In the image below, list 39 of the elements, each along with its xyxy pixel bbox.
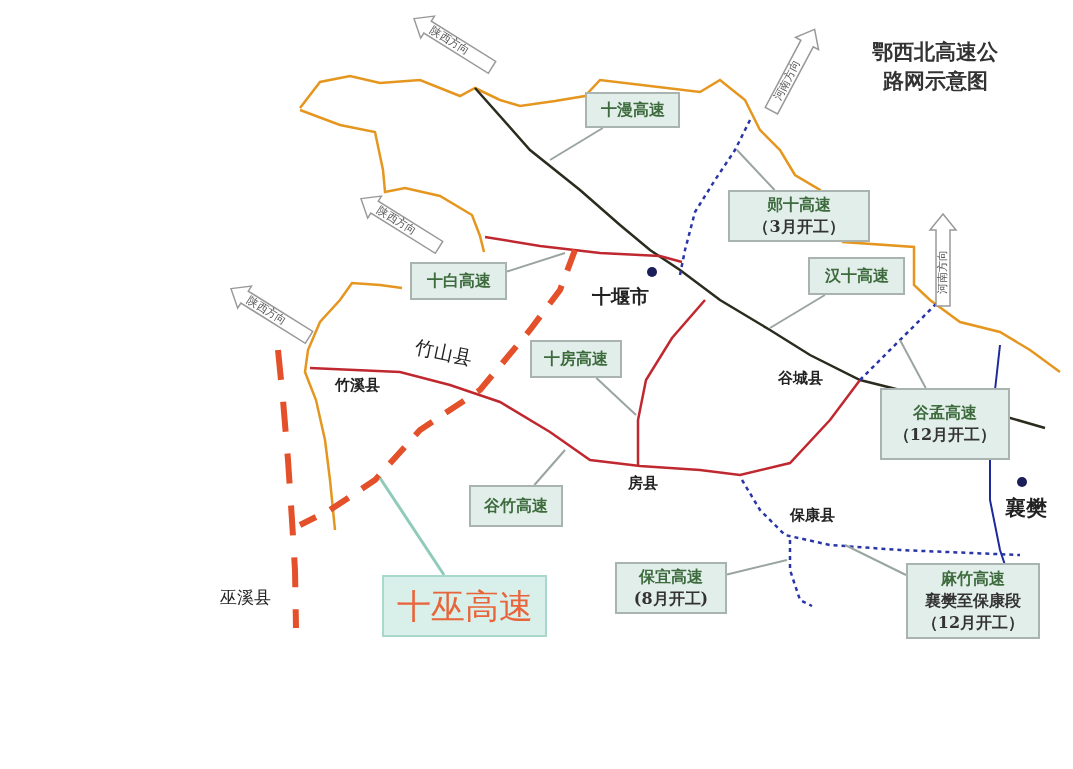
callout-box bbox=[410, 262, 507, 300]
callout-box bbox=[615, 562, 727, 614]
place-name: 谷城县 bbox=[778, 369, 823, 388]
map-title: 鄂西北高速公路网示意图 bbox=[871, 39, 999, 95]
place-name: 襄樊 bbox=[1005, 494, 1047, 522]
callout-text: （12月开工） bbox=[893, 424, 997, 446]
place-name: 竹溪县 bbox=[335, 376, 380, 395]
callout-box bbox=[728, 190, 870, 242]
callout-box bbox=[530, 340, 622, 378]
callout-text: 十巫高速 bbox=[396, 585, 533, 628]
callout-box bbox=[469, 485, 563, 527]
callout-box bbox=[585, 92, 680, 128]
callout-text: 十房高速 bbox=[544, 348, 608, 370]
callout-text: 襄樊至保康段 bbox=[925, 590, 1021, 612]
callout-text: 谷竹高速 bbox=[484, 495, 548, 517]
callout-text: （12月开工） bbox=[921, 612, 1025, 634]
callout-box bbox=[808, 257, 905, 295]
place-name: 竹山县 bbox=[412, 334, 475, 371]
place-name: 十堰市 bbox=[592, 284, 649, 309]
place-name: 巫溪县 bbox=[220, 586, 271, 609]
direction-label: 陕西方向 bbox=[374, 202, 420, 239]
callout-text: 保宜高速 bbox=[639, 566, 703, 588]
direction-label: 河南方向 bbox=[769, 57, 804, 104]
direction-label: 河南方向 bbox=[935, 250, 950, 294]
callout-text: 十白高速 bbox=[426, 270, 491, 292]
callout-text: (8月开工) bbox=[633, 588, 709, 610]
callout-text: 谷孟高速 bbox=[913, 402, 977, 424]
callout-text: 汉十高速 bbox=[824, 265, 889, 287]
callout-text: （3月开工） bbox=[753, 216, 845, 238]
callout-text: 十漫高速 bbox=[600, 99, 665, 121]
direction-label: 陕西方向 bbox=[427, 22, 473, 59]
callout-text: 麻竹高速 bbox=[941, 568, 1005, 590]
callout-box bbox=[880, 388, 1010, 460]
callout-text: 郧十高速 bbox=[767, 194, 831, 216]
place-name: 房县 bbox=[628, 474, 658, 493]
callout-box bbox=[906, 563, 1040, 639]
direction-label: 陕西方向 bbox=[244, 292, 290, 329]
callout-box bbox=[382, 575, 547, 637]
place-name: 保康县 bbox=[790, 506, 835, 525]
